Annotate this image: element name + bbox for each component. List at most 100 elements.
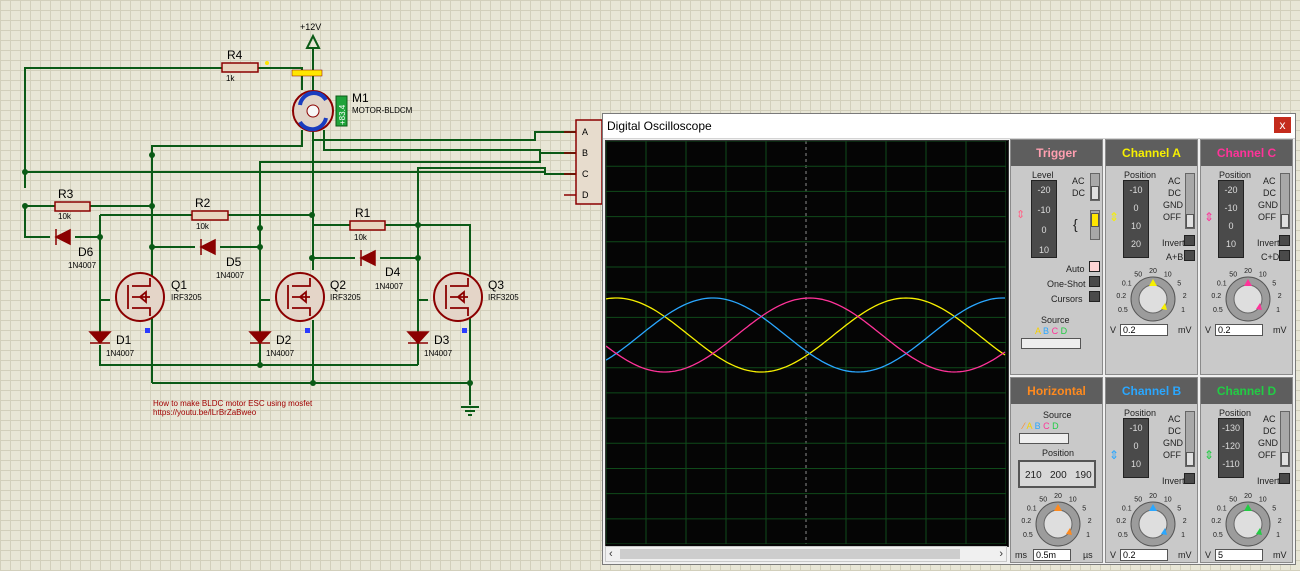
note-title: How to make BLDC motor ESC using mosfet [153, 399, 313, 408]
channel-b-dc-label: DC [1168, 426, 1181, 436]
d3-type: 1N4007 [424, 349, 453, 358]
horizontal-source-options: ⁄ A B C D [1023, 421, 1059, 431]
q1-type: IRF3205 [171, 293, 202, 302]
scope-display[interactable] [605, 140, 1009, 547]
channel-c-coupling-switch[interactable] [1280, 173, 1290, 229]
auto-button[interactable] [1089, 261, 1100, 272]
trigger-title: Trigger [1011, 140, 1102, 166]
channel-c-invert-button[interactable] [1279, 235, 1290, 246]
channel-a-coupling-switch[interactable] [1185, 173, 1195, 229]
horizontal-source-slider[interactable] [1019, 433, 1069, 444]
rotation-arrow-icon [298, 90, 328, 106]
channel-c-combine-button[interactable] [1279, 250, 1290, 261]
motor-terminals [291, 69, 323, 77]
scope-connector[interactable]: A B C D [564, 119, 602, 205]
scroll-right-icon[interactable]: › [999, 548, 1003, 560]
channel-d-offset-arrow-icon: ⇕ [1204, 448, 1215, 462]
channel-d-position-dial[interactable]: -130-120-110 [1218, 418, 1244, 478]
channel-b-volts-value[interactable]: 0.2 [1120, 549, 1168, 561]
source-a[interactable]: A [1035, 326, 1041, 336]
channel-d-unit-mv: mV [1273, 550, 1287, 560]
d2-label: D2 [276, 333, 292, 347]
motor-speed-badge [335, 95, 348, 127]
channel-b-invert-button[interactable] [1184, 473, 1195, 484]
channel-d-unit-v: V [1205, 550, 1212, 560]
channel-a-unit-mv: mV [1178, 325, 1192, 335]
horizontal-panel: Horizontal Source ⁄ A B C D Position 210… [1010, 377, 1103, 563]
channel-d-volts-value[interactable]: 5 [1215, 549, 1263, 561]
knob-tick-label: 0.5 [1118, 532, 1128, 539]
hsource-b[interactable]: B [1034, 421, 1041, 431]
knob-tick-label: 50 [1134, 496, 1142, 503]
scroll-thumb[interactable] [620, 549, 960, 559]
auto-label: Auto [1066, 264, 1085, 274]
scroll-left-icon[interactable]: ‹ [609, 548, 613, 560]
one-shot-label: One-Shot [1047, 279, 1086, 289]
knob-tick-label: 1 [1181, 307, 1185, 314]
note-link[interactable]: https://youtu.be/lLrBrZaBweo [153, 408, 257, 417]
channel-d-invert-button[interactable] [1279, 473, 1290, 484]
position-tick: 0 [1228, 221, 1234, 231]
trigger-edge-switch[interactable] [1090, 210, 1100, 240]
trigger-panel: Trigger Level -20 -10 0 10 ⇕ AC DC { Aut… [1010, 139, 1103, 375]
level-dial[interactable]: -20 -10 0 10 [1031, 180, 1057, 258]
oscilloscope-window[interactable]: Digital Oscilloscope x ‹ › Trigger Level… [602, 113, 1296, 565]
motor-speed: +83.4 [338, 104, 347, 125]
supply-terminal[interactable]: +12V [300, 22, 321, 49]
position-tick: 20 [1130, 239, 1141, 249]
horizontal-scrollbar[interactable]: ‹ › [605, 546, 1007, 562]
one-shot-button[interactable] [1089, 276, 1100, 287]
hsource-d[interactable]: D [1052, 421, 1059, 431]
hsource-c[interactable]: C [1043, 421, 1050, 431]
channel-c-volts-value[interactable]: 0.2 [1215, 324, 1263, 336]
level-arrow-icon: ⇕ [1016, 209, 1026, 221]
source-b[interactable]: B [1043, 326, 1050, 336]
close-button[interactable]: x [1274, 117, 1291, 133]
cursors-button[interactable] [1089, 291, 1100, 302]
knob-tick-label: 10 [1164, 496, 1172, 503]
trigger-source-slider[interactable] [1021, 338, 1081, 349]
knob-tick-label: 50 [1229, 271, 1237, 278]
bldc-motor[interactable]: +83.4 M1 MOTOR-BLDCM [291, 69, 413, 132]
q2-label: Q2 [330, 278, 346, 292]
d5-type: 1N4007 [216, 271, 245, 280]
channel-a-invert-button[interactable] [1184, 235, 1195, 246]
channel-a-volts-value[interactable]: 0.2 [1120, 324, 1168, 336]
trigger-dc-label: DC [1072, 188, 1085, 198]
title-bar[interactable]: Digital Oscilloscope x [603, 114, 1295, 139]
source-d[interactable]: D [1060, 326, 1068, 336]
knob-tick-label: 0.2 [1211, 293, 1221, 300]
source-c[interactable]: C [1051, 326, 1059, 336]
horizontal-position-dial[interactable]: 210 200 190 [1018, 460, 1096, 488]
channel-a-ac-label: AC [1168, 176, 1181, 186]
schematic-canvas[interactable]: +12V R4 1k R3 10k R2 10k R1 10k +83.4 M1… [0, 0, 602, 571]
knob-tick-label: 0.1 [1217, 505, 1227, 512]
hpos-tick: 190 [1075, 470, 1092, 481]
knob-tick-label: 1 [1181, 532, 1185, 539]
trigger-coupling-switch[interactable] [1090, 173, 1100, 201]
channel-d-ac-label: AC [1263, 414, 1276, 424]
knob-tick-label: 5 [1272, 505, 1276, 512]
resistors[interactable] [54, 62, 386, 231]
position-tick: -10 [1129, 423, 1143, 433]
channel-a-combine-button[interactable] [1184, 250, 1195, 261]
channel-d-coupling-switch[interactable] [1280, 411, 1290, 467]
knob-tick-label: 0.2 [1116, 293, 1126, 300]
channel-b-ac-label: AC [1168, 414, 1181, 424]
timebase-value[interactable]: 0.5m [1033, 549, 1071, 561]
channel-b-coupling-switch[interactable] [1185, 411, 1195, 467]
diodes[interactable] [54, 228, 430, 345]
hpos-tick: 200 [1050, 470, 1067, 481]
hsource-a[interactable]: A [1026, 421, 1033, 431]
knob-tick-label: 0.1 [1027, 505, 1037, 512]
